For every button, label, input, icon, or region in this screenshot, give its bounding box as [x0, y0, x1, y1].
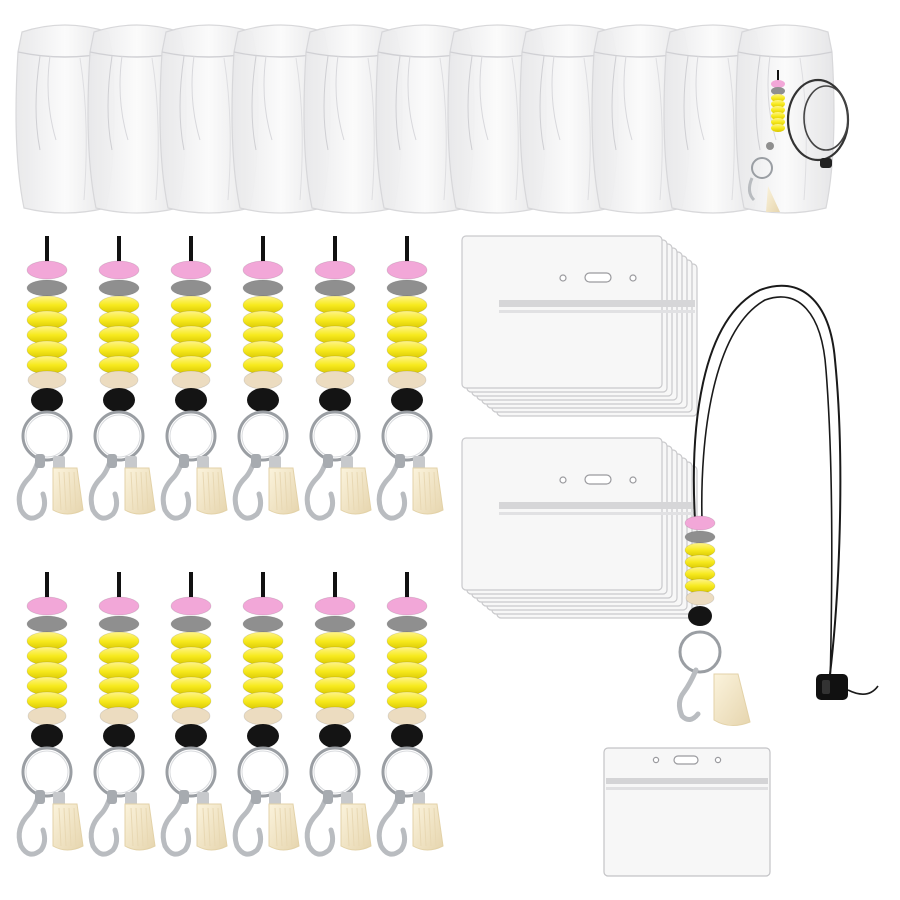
- pencil-lanyard: [160, 572, 228, 857]
- pencil-lanyard: [376, 572, 444, 857]
- pencil-lanyard: [16, 236, 84, 521]
- pencil-lanyard: [232, 236, 300, 521]
- lanyard-cord: [692, 284, 842, 691]
- pencil-lanyard: [304, 572, 372, 857]
- pencil-lanyard: [16, 572, 84, 857]
- pencil-lanyard: [232, 572, 300, 857]
- organza-bags-row: [15, 24, 850, 214]
- attached-badge-holder: [603, 747, 771, 877]
- organza-bag: [735, 24, 835, 214]
- pencil-lanyard: [88, 572, 156, 857]
- badge-holder-stack: [461, 235, 698, 417]
- cord-stopper: [816, 674, 848, 700]
- pencil-keychain-on-bag: [747, 70, 850, 212]
- badge-holder-stack: [461, 437, 698, 619]
- pencil-lanyard: [376, 236, 444, 521]
- badge-holder-stacks: [461, 235, 698, 619]
- pencil-lanyard-grid: [16, 236, 444, 857]
- assembled-lanyard: [603, 284, 879, 877]
- pencil-lanyard: [88, 236, 156, 521]
- pencil-lanyard: [304, 236, 372, 521]
- pencil-lanyard: [160, 236, 228, 521]
